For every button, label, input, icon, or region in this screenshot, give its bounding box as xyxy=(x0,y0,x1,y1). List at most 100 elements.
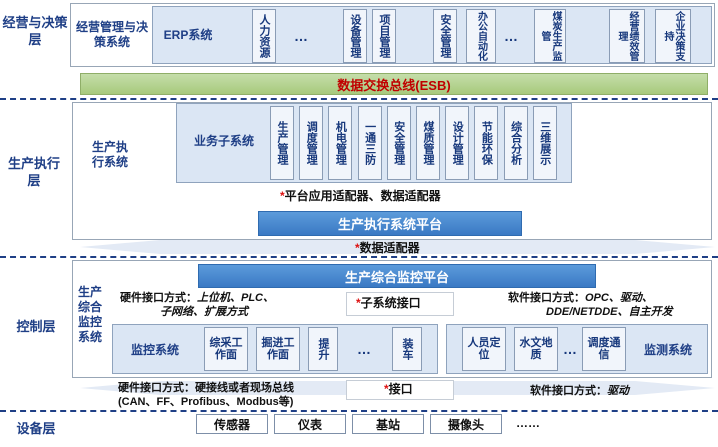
hw-interface-line2: 子网络、扩展方式 xyxy=(160,306,248,318)
interface-box xyxy=(346,380,454,400)
layer-label-device: 设备层 xyxy=(8,420,64,437)
monitor-item-hoist: 提升 xyxy=(308,327,338,371)
detect-item-hydro-text: 水文地质 xyxy=(519,337,553,361)
device-base-station-label: 基站 xyxy=(375,417,400,432)
hw-interface2-line1: 硬件接口方式：硬接线或者现场总线 xyxy=(118,382,294,394)
layer-divider xyxy=(0,256,718,258)
monitor-item-fully-mech: 综采工作面 xyxy=(204,327,248,371)
erp-item-performance: 经营绩效管理 xyxy=(609,9,645,63)
detect-item-personnel: 人员定位 xyxy=(462,327,506,371)
sw-interface-line2: DDE/NETDDE、自主开发 xyxy=(546,306,673,318)
erp-item-hr: 人力资源 xyxy=(252,9,276,63)
layer-label-control: 控制层 xyxy=(8,318,64,335)
detect-item-dispatch-text: 调度通信 xyxy=(587,337,621,361)
device-base-station: 基站 xyxy=(352,414,424,434)
sw-interface2-prefix: 软件接口方式： xyxy=(530,385,607,397)
device-sensor-label: 传感器 xyxy=(213,417,250,432)
subsystem-interface-box xyxy=(346,292,454,316)
data-adapter-note: *数据适配器 xyxy=(355,242,420,255)
device-sensor: 传感器 xyxy=(196,414,268,434)
business-item-coal-quality: 煤质管理 xyxy=(416,106,440,180)
monitor-ellipsis: … xyxy=(357,341,371,357)
monitor-item-tunneling-text: 掘进工作面 xyxy=(261,337,295,361)
detect-item-dispatch: 调度通信 xyxy=(582,327,626,371)
sw-interface-note-2: DDE/NETDDE、自主开发 xyxy=(546,306,673,319)
subsystem-interface-star: * xyxy=(356,296,361,310)
device-meter-label: 仪表 xyxy=(297,417,322,432)
business-item-electromech: 机电管理 xyxy=(328,106,353,180)
business-item-ventilation: 一通三防 xyxy=(357,106,382,180)
execution-system-text: 生产执行系统 xyxy=(92,140,129,169)
layer-label-device-text: 设备层 xyxy=(16,421,56,436)
esb-label: 数据交换总线(ESB) xyxy=(337,77,451,93)
interface-label: 接口 xyxy=(388,382,413,396)
hw-interface2-line2: (CAN、FF、Profibus、Modbus等) xyxy=(118,396,294,408)
execution-platform-label: 生产执行系统平台 xyxy=(337,217,442,232)
hw-interface-note: 硬件接口方式：上位机、PLC、 xyxy=(120,292,274,305)
adapter-star: * xyxy=(280,189,285,203)
hw-interface2-note-2: (CAN、FF、Profibus、Modbus等) xyxy=(118,396,293,409)
device-camera: 摄像头 xyxy=(430,414,502,434)
hw-interface-note-2: 子网络、扩展方式 xyxy=(160,306,248,319)
erp-item-project: 项目管理 xyxy=(372,9,396,63)
control-platform-label: 生产综合监控平台 xyxy=(344,269,449,285)
layer-label-decision-text: 经营与决策层 xyxy=(2,15,68,47)
sw-interface-note: 软件接口方式：OPC、驱动、 xyxy=(508,292,653,305)
layer-label-decision: 经营与决策层 xyxy=(2,14,68,48)
adapter-note: *平台应用适配器、数据适配器 xyxy=(280,190,441,203)
subsystem-interface-note: *子系统接口 xyxy=(356,297,421,310)
business-item-energy: 节能环保 xyxy=(474,106,499,180)
erp-item-coal-supervision: 煤炭生产监管 xyxy=(534,9,566,63)
layer-divider xyxy=(0,410,718,412)
erp-item-equipment: 设备管理 xyxy=(343,9,367,63)
monitor-item-loading: 装车 xyxy=(392,327,422,371)
data-adapter-label: 数据适配器 xyxy=(359,241,420,255)
detect-system-label: 监测系统 xyxy=(643,343,692,357)
business-subsystem-label: 业务子系统 xyxy=(193,134,254,148)
business-item-production: 生产管理 xyxy=(270,106,294,180)
device-meter: 仪表 xyxy=(274,414,346,434)
control-system-label: 生产综合监控系统 xyxy=(76,285,104,345)
erp-label: ERP系统 xyxy=(163,28,213,42)
mgmt-system-label: 经营管理与决策系统 xyxy=(76,20,149,49)
interface-star: * xyxy=(384,382,389,396)
esb-bar: 数据交换总线(ESB) xyxy=(80,73,708,95)
layer-divider xyxy=(0,98,718,100)
adapter-label: 平台应用适配器、数据适配器 xyxy=(284,189,441,203)
hw-interface-prefix: 硬件接口方式： xyxy=(120,292,197,304)
arrow-band xyxy=(80,240,715,254)
sw-interface-prefix: 软件接口方式： xyxy=(508,292,585,304)
detect-item-personnel-text: 人员定位 xyxy=(467,337,501,361)
interface-note: *接口 xyxy=(384,383,413,396)
hw-interface-line1: 上位机、PLC、 xyxy=(197,292,274,304)
layer-label-execution-text: 生产执行层 xyxy=(7,156,60,188)
detect-ellipsis: … xyxy=(563,341,577,357)
monitor-item-fully-mech-text: 综采工作面 xyxy=(209,337,243,361)
detect-item-hydro: 水文地质 xyxy=(514,327,558,371)
hw-interface2-note: 硬件接口方式：硬接线或者现场总线 xyxy=(118,382,294,395)
business-item-design: 设计管理 xyxy=(445,106,470,180)
execution-platform: 生产执行系统平台 xyxy=(258,211,522,236)
business-item-safety: 安全管理 xyxy=(386,106,411,180)
subsystem-interface-label: 子系统接口 xyxy=(360,296,421,310)
erp-item-safety: 安全管理 xyxy=(433,9,457,63)
device-ellipsis: …… xyxy=(516,416,540,430)
erp-ellipsis-a: … xyxy=(294,28,308,44)
sw-interface2-note: 软件接口方式：驱动 xyxy=(530,385,629,398)
control-platform: 生产综合监控平台 xyxy=(198,264,596,288)
data-adapter-star: * xyxy=(355,241,360,255)
erp-ellipsis-c: … xyxy=(504,28,518,44)
sw-interface-line1: OPC、驱动、 xyxy=(585,292,653,304)
business-item-dispatch: 调度管理 xyxy=(299,106,324,180)
erp-item-decision-support: 企业决策支持 xyxy=(655,9,691,63)
layer-label-control-text: 控制层 xyxy=(16,319,56,334)
monitor-item-tunneling: 掘进工作面 xyxy=(256,327,300,371)
sw-interface2-value: 驱动 xyxy=(607,385,629,397)
control-system-text: 生产综合监控系统 xyxy=(77,285,102,344)
business-item-3d-display: 三维展示 xyxy=(532,106,557,180)
device-camera-label: 摄像头 xyxy=(447,417,484,432)
erp-item-office: 办公自动化 xyxy=(466,9,496,63)
layer-label-execution: 生产执行层 xyxy=(6,155,62,189)
execution-system-label: 生产执行系统 xyxy=(92,140,128,170)
monitor-system-label: 监控系统 xyxy=(130,343,179,357)
